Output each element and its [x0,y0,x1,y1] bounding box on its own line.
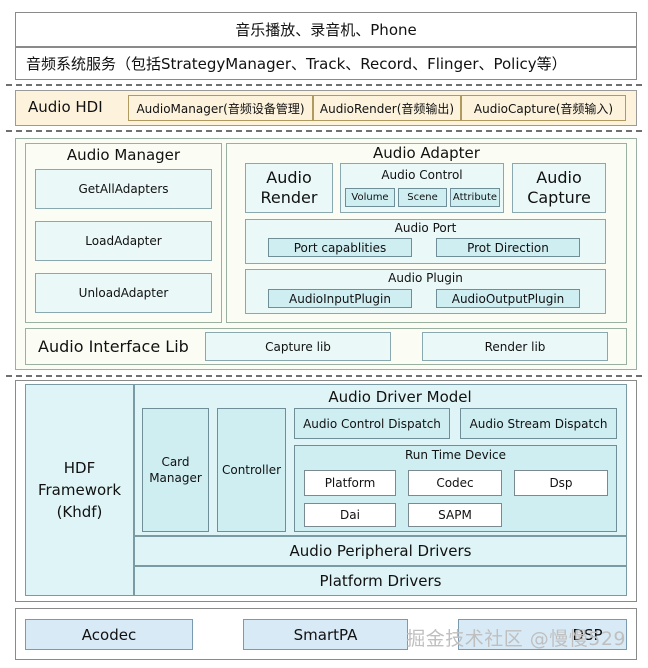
platform-drivers: Platform Drivers [134,566,627,596]
rtd-dsp: Dsp [514,470,608,496]
controller: Controller [217,408,286,532]
watermark: 掘金技术社区 @慢慢529 [406,628,626,650]
audio-control-dispatch: Audio Control Dispatch [294,408,450,439]
run-time-device-title: Run Time Device [404,448,507,462]
audio-control-title: Audio Control [381,168,463,182]
hdi-audiocapture: AudioCapture(音频输入) [461,95,626,121]
port-capabilities: Port capablities [268,238,412,257]
hdi-audiorender: AudioRender(音频输出) [313,95,461,121]
audio-output-plugin: AudioOutputPlugin [436,289,580,308]
audio-manager-title: Audio Manager [66,146,181,164]
hdi-audiorender-label: AudioRender(音频输出) [319,101,455,116]
control-scene: Scene [398,188,447,207]
hdi-audiocapture-label: AudioCapture(音频输入) [473,101,614,116]
audio-input-plugin: AudioInputPlugin [268,289,412,308]
control-volume: Volume [345,188,395,207]
hdi-audiomanager: AudioManager(音频设备管理) [128,95,313,121]
separator-3 [6,375,642,377]
system-services-layer: 音频系统服务（包括StrategyManager、Track、Record、Fl… [15,47,637,80]
hdf-framework: HDF Framework (Khdf) [25,384,134,596]
audio-render: Audio Render [245,163,333,213]
apps-label: 音乐播放、录音机、Phone [235,21,417,39]
hdi-audiomanager-label: AudioManager(音频设备管理) [136,101,305,116]
audio-peripheral-drivers: Audio Peripheral Drivers [134,536,627,566]
audio-interface-lib-title: Audio Interface Lib [38,337,189,356]
load-adapter: LoadAdapter [35,221,212,261]
render-lib: Render lib [422,332,608,361]
audio-driver-model-title: Audio Driver Model [328,388,472,406]
audio-adapter-title: Audio Adapter [373,144,480,162]
audio-plugin-title: Audio Plugin [388,271,463,285]
audio-capture: Audio Capture [512,163,606,213]
audio-stream-dispatch: Audio Stream Dispatch [460,408,617,439]
rtd-codec: Codec [408,470,502,496]
hw-acodec: Acodec [25,619,193,650]
control-attribute: Attribute [450,188,500,207]
rtd-dai: Dai [304,503,396,527]
rtd-platform: Platform [304,470,396,496]
port-direction: Prot Direction [436,238,580,257]
capture-lib: Capture lib [205,332,391,361]
unload-adapter: UnloadAdapter [35,273,212,313]
audio-port-title: Audio Port [394,221,457,235]
rtd-sapm: SAPM [408,503,502,527]
card-manager: Card Manager [142,408,209,532]
separator-1 [6,84,642,86]
hw-dsp: DSP [458,619,627,650]
audio-hdi-title: Audio HDI [28,98,103,116]
apps-layer: 音乐播放、录音机、Phone [15,12,637,47]
get-all-adapters: GetAllAdapters [35,169,212,209]
separator-2 [6,130,642,132]
system-services-label: 音频系统服务（包括StrategyManager、Track、Record、Fl… [26,55,567,73]
hw-smartpa: SmartPA [243,619,408,650]
